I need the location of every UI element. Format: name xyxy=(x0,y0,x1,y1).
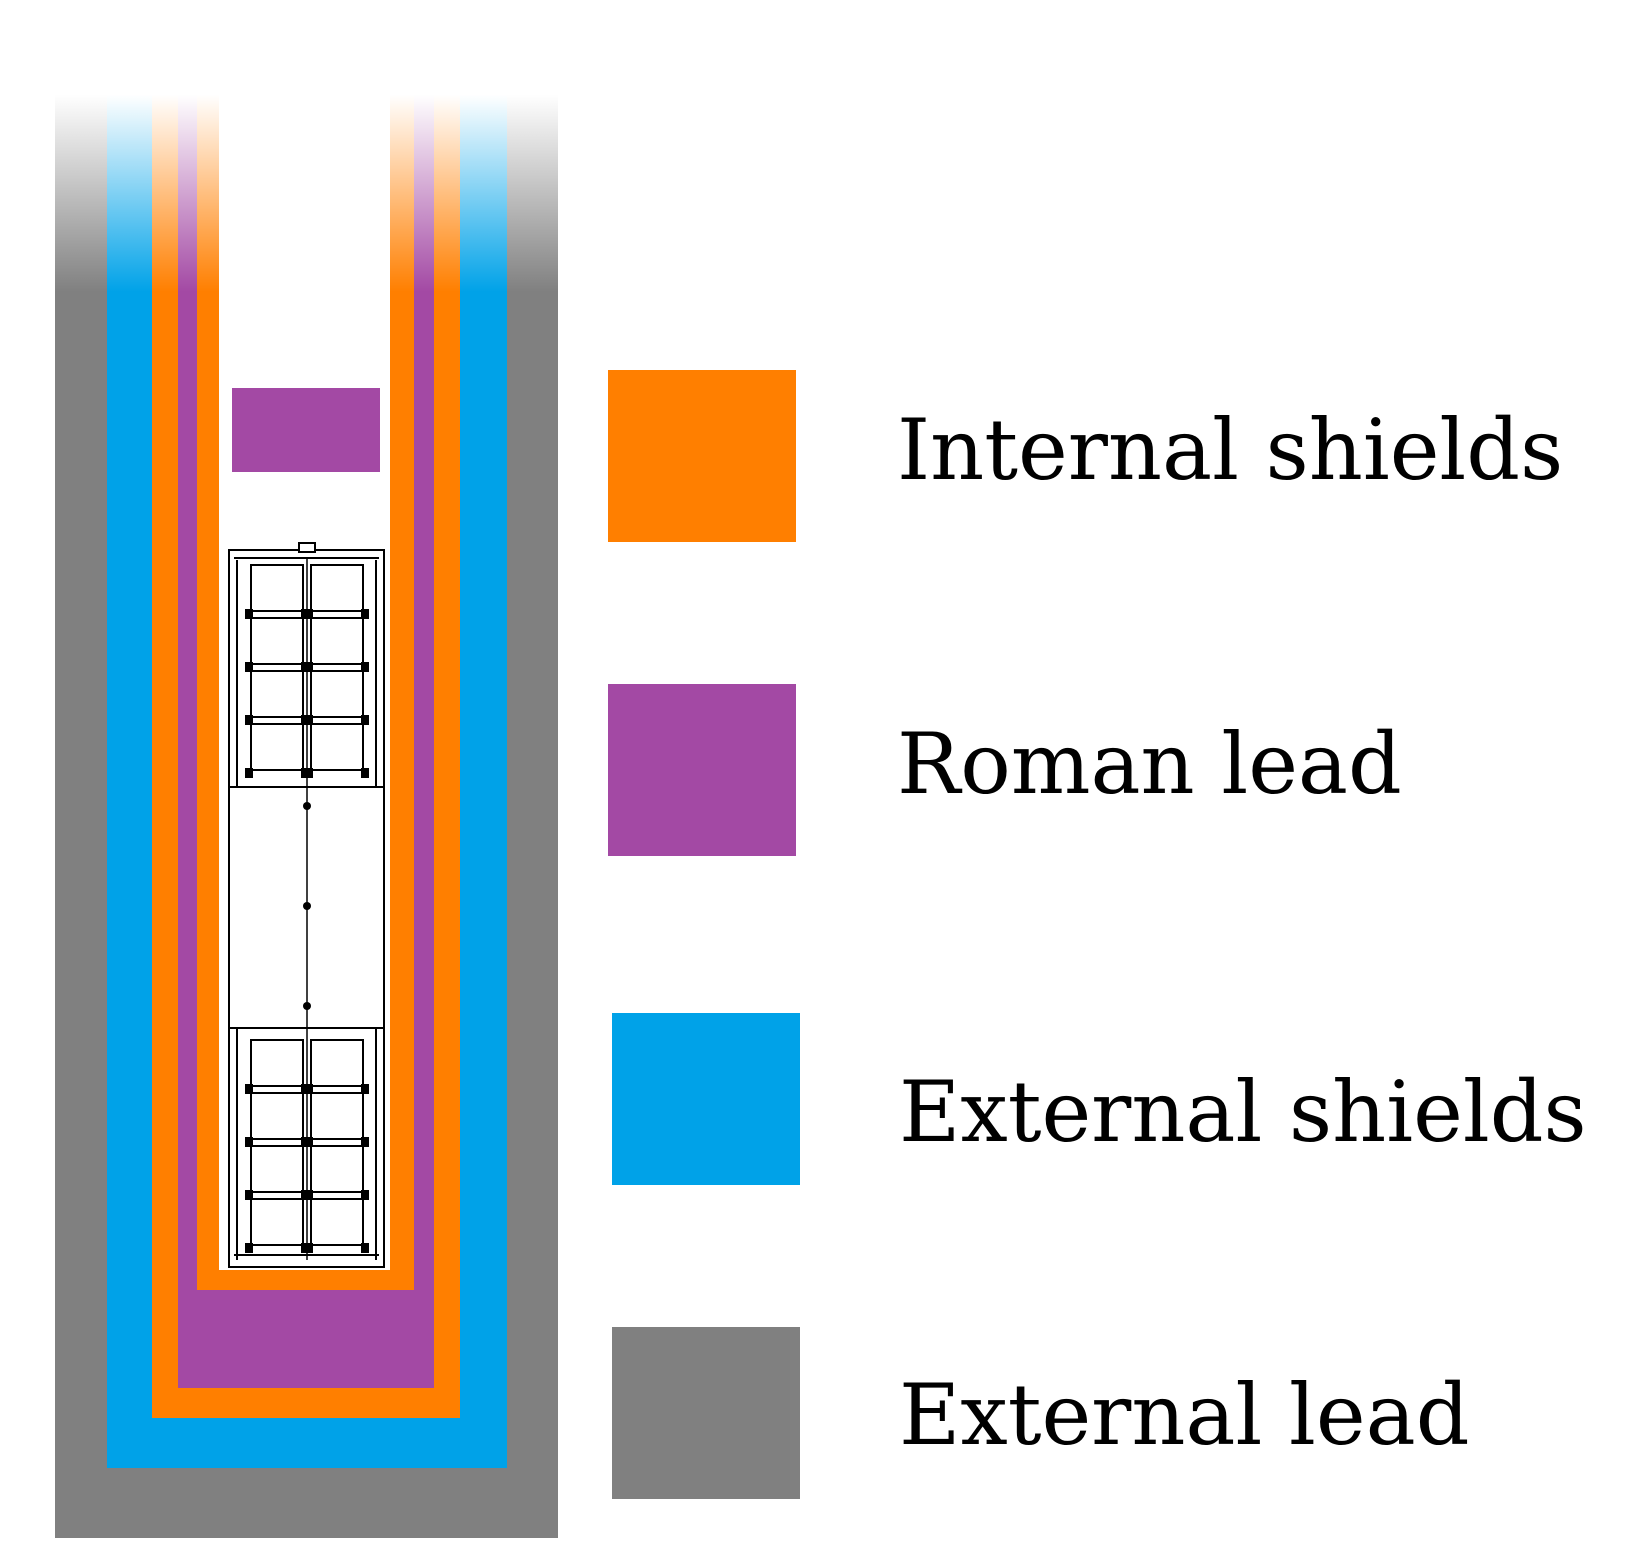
legend-label-roman-lead: Roman lead xyxy=(897,715,1402,813)
crystal-cell xyxy=(250,1039,304,1087)
crystal-cell xyxy=(310,670,364,718)
crystal-cell xyxy=(310,1092,364,1140)
crystal-cell xyxy=(250,670,304,718)
crystal-clamp xyxy=(361,768,369,778)
crystal-cell xyxy=(310,1039,364,1087)
crystal-clamp xyxy=(305,1190,313,1200)
crystal-clamp xyxy=(245,1137,253,1147)
crystal-cells xyxy=(245,564,369,1253)
crystal-cell xyxy=(310,564,364,612)
crystal-clamp xyxy=(361,715,369,725)
crystal-clamp xyxy=(245,1084,253,1094)
crystal-clamp xyxy=(361,1243,369,1253)
legend-swatch-external-shields xyxy=(612,1013,800,1185)
legend-label-internal-shields: Internal shields xyxy=(897,401,1564,499)
legend-swatch-external-lead xyxy=(612,1327,800,1499)
legend-label-external-lead: External lead xyxy=(899,1366,1470,1464)
crystal-clamp xyxy=(305,715,313,725)
crystal-clamp xyxy=(305,1243,313,1253)
crystal-cell xyxy=(250,1092,304,1140)
crystal-clamp xyxy=(245,715,253,725)
crystal-cell xyxy=(250,723,304,771)
crystal-clamp xyxy=(245,1190,253,1200)
crystal-clamp xyxy=(361,1137,369,1147)
crystal-cell xyxy=(250,1145,304,1193)
legend-swatch-roman-lead xyxy=(608,684,796,856)
crystal-clamp xyxy=(361,1084,369,1094)
crystal-clamp xyxy=(361,1190,369,1200)
legend-label-external-shields: External shields xyxy=(899,1063,1587,1161)
crystal-clamp xyxy=(245,609,253,619)
crystal-clamp xyxy=(305,609,313,619)
crystal-clamp xyxy=(245,768,253,778)
crystal-cell xyxy=(250,564,304,612)
crystal-cell xyxy=(310,617,364,665)
roman-lead-block xyxy=(232,388,380,472)
crystal-clamp xyxy=(305,768,313,778)
crystal-cell xyxy=(310,723,364,771)
crystal-cell xyxy=(310,1198,364,1246)
crystal-clamp xyxy=(361,609,369,619)
crystal-clamp xyxy=(305,1084,313,1094)
legend-swatch-internal-shields xyxy=(608,370,796,542)
crystal-clamp xyxy=(305,662,313,672)
crystal-clamp xyxy=(305,1137,313,1147)
crystal-clamp xyxy=(361,662,369,672)
crystal-clamp xyxy=(245,662,253,672)
crystal-clamp xyxy=(245,1243,253,1253)
crystal-cell xyxy=(250,617,304,665)
crystal-cell xyxy=(310,1145,364,1193)
top-fade xyxy=(55,60,558,292)
crystal-cell xyxy=(250,1198,304,1246)
